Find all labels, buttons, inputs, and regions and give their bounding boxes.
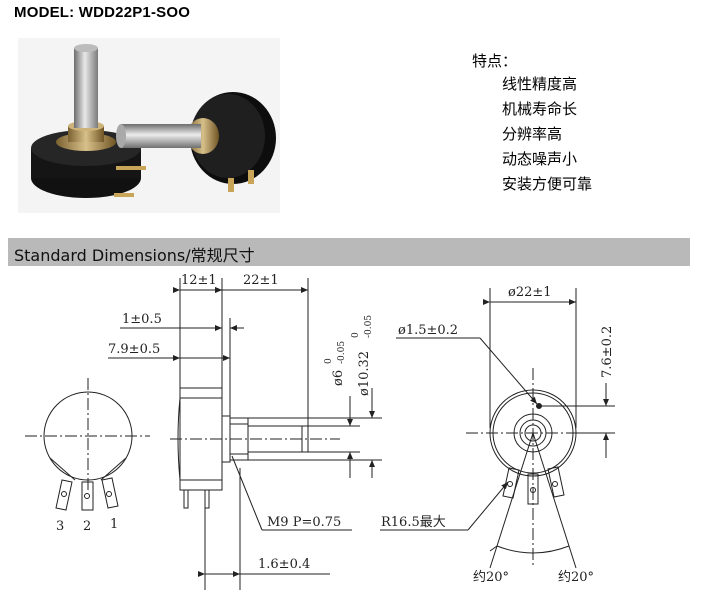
- feature-item: 分辨率高: [502, 125, 563, 143]
- side-view: 12±1 22±1 1±0.5 7.9±0.5 ø6 0 -0.05 ø10.3…: [108, 273, 382, 590]
- dim-7-9: 7.9±0.5: [108, 342, 160, 357]
- dim-d10-32-tol-low: -0.05: [364, 315, 374, 338]
- model-title: MODEL: WDD22P1-SOO: [14, 4, 191, 21]
- dim-d10-32: ø10.32: [357, 351, 372, 396]
- dim-d6-tol-up: 0: [324, 358, 334, 364]
- dim-d6: ø6: [331, 370, 346, 386]
- feature-item: 机械寿命长: [502, 100, 578, 118]
- features-block: 特点： 线性精度高 机械寿命长 分辨率高 动态噪声小 安装方便可靠: [472, 50, 592, 197]
- dim-1-6: 1.6±0.4: [258, 557, 310, 572]
- dim-m9: M9 P=0.75: [267, 515, 341, 530]
- feature-item: 安装方便可靠: [502, 175, 593, 193]
- section-title: Standard Dimensions/常规尺寸: [14, 246, 255, 265]
- section-header: Standard Dimensions/常规尺寸: [8, 238, 690, 266]
- feature-item: 线性精度高: [502, 75, 578, 93]
- dim-r16-5: R16.5最大: [381, 515, 446, 530]
- feature-item: 动态噪声小: [502, 150, 578, 168]
- pin3-label: 3: [56, 519, 64, 534]
- pin2-label: 2: [83, 519, 91, 534]
- angle-right: 约20°: [558, 570, 594, 585]
- dim-1: 1±0.5: [122, 312, 162, 327]
- dim-d6-tol-low: -0.05: [337, 341, 347, 364]
- dim-22: 22±1: [243, 273, 279, 288]
- features-list: 线性精度高 机械寿命长 分辨率高 动态噪声小 安装方便可靠: [472, 72, 592, 197]
- pin1-label: 1: [110, 517, 118, 532]
- end-view-left: 3 2 1: [25, 378, 150, 534]
- angle-left: 约20°: [473, 570, 509, 585]
- dim-7-6: 7.6±0.2: [600, 326, 615, 378]
- front-view: 约20° 约20° ø22±1 ø1.5±0.2 7.6±0.2 R16.5最大: [380, 285, 615, 585]
- dim-d10-32-tol-up: 0: [351, 332, 361, 338]
- features-title: 特点：: [472, 52, 518, 70]
- dimension-drawing: 3 2 1 12±1 22±1: [25, 273, 615, 590]
- dim-dia-22: ø22±1: [508, 285, 552, 300]
- product-photo: [18, 38, 280, 213]
- dim-12: 12±1: [181, 273, 217, 288]
- dim-d1-5: ø1.5±0.2: [398, 323, 458, 338]
